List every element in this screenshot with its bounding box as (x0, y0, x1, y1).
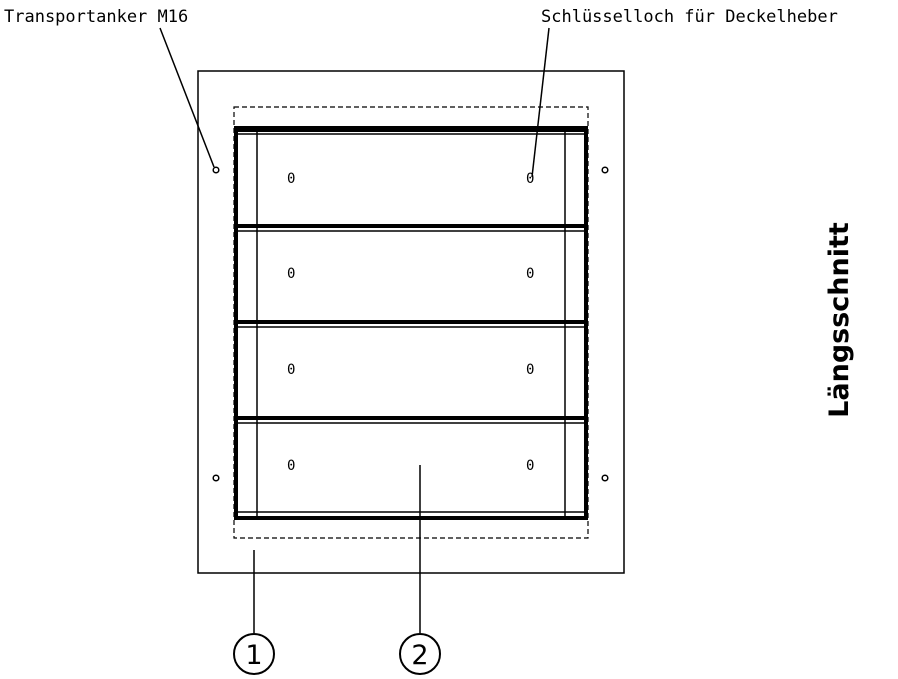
keyhole-glyph: 0 (526, 362, 534, 378)
callout-2-circle (399, 633, 441, 675)
keyhole-glyph: 0 (287, 458, 295, 474)
keyhole-glyph: 0 (287, 362, 295, 378)
section-title: Längsschnitt (824, 222, 855, 418)
anchor-label: Transportanker M16 (4, 7, 188, 27)
transport-anchor-top-left (212, 166, 220, 174)
callout-1-number: 1 (245, 640, 262, 671)
transport-anchor-bottom-right (601, 474, 609, 482)
keyhole-glyph: 0 (287, 171, 295, 187)
transport-anchor-bottom-left (212, 474, 220, 482)
keyhole-label: Schlüsselloch für Deckelheber (541, 7, 838, 27)
keyhole-glyph: 0 (526, 171, 534, 187)
keyhole-leader (531, 27, 550, 178)
keyhole-glyph: 0 (287, 266, 295, 282)
transport-anchor-top-right (601, 166, 609, 174)
shaft-outline (197, 70, 625, 574)
keyhole-glyph: 0 (526, 266, 534, 282)
callout-2-number: 2 (411, 640, 428, 671)
anchor-leader (159, 27, 215, 168)
keyholes: 0 0 0 0 0 0 0 0 (287, 171, 534, 474)
cover-segment-dividers (236, 128, 586, 513)
callout-1-circle (233, 633, 275, 675)
keyhole-glyph: 0 (526, 458, 534, 474)
